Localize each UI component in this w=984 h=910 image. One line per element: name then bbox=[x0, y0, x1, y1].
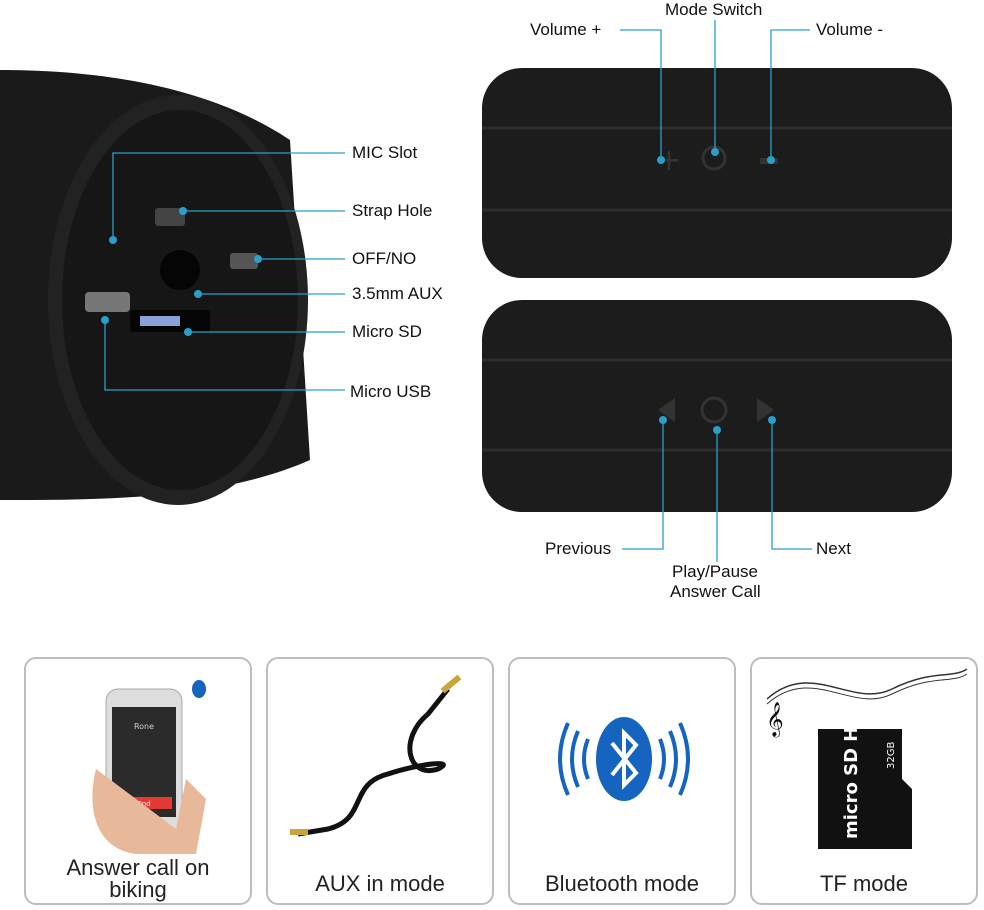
svg-text:Rone: Rone bbox=[134, 722, 154, 731]
svg-text:32GB: 32GB bbox=[886, 742, 897, 769]
caption-line-2: biking bbox=[109, 877, 167, 902]
label-off-on: OFF/NO bbox=[352, 249, 417, 268]
callout-lines bbox=[104, 20, 812, 562]
label-next: Next bbox=[816, 539, 851, 558]
callout-dots bbox=[101, 148, 776, 434]
mode-card-aux: AUX in mode bbox=[266, 657, 494, 905]
label-aux: 3.5mm AUX bbox=[352, 284, 443, 303]
speaker-end-view bbox=[0, 70, 310, 505]
label-mode-switch: Mode Switch bbox=[665, 0, 763, 19]
label-play-pause: Play/Pause bbox=[672, 562, 758, 581]
caption: TF mode bbox=[819, 871, 909, 896]
caption: Bluetooth mode bbox=[544, 871, 700, 896]
mode-card-tf: 𝄞 micro SD HC 32GB TF mode bbox=[750, 657, 978, 905]
micro-sd-card-icon: 𝄞 micro SD HC 32GB bbox=[766, 668, 968, 849]
label-answer-call: Answer Call bbox=[670, 582, 761, 601]
strap-hole bbox=[155, 208, 185, 226]
speaker-top-view: + bbox=[482, 68, 952, 278]
label-volume-up: Volume + bbox=[530, 20, 602, 39]
aux-jack bbox=[160, 250, 200, 290]
svg-text:micro SD HC: micro SD HC bbox=[841, 713, 862, 839]
product-diagram: + bbox=[0, 20, 952, 562]
caption-line-1: Answer call on bbox=[66, 855, 210, 880]
mode-card-bluetooth: Bluetooth mode bbox=[508, 657, 736, 905]
aux-cable-icon bbox=[290, 674, 462, 837]
svg-text:𝄞: 𝄞 bbox=[766, 702, 784, 738]
label-strap-hole: Strap Hole bbox=[352, 201, 433, 220]
micro-usb-port bbox=[85, 292, 130, 312]
label-micro-sd: Micro SD bbox=[352, 322, 422, 341]
caption: AUX in mode bbox=[315, 871, 445, 896]
label-volume-down: Volume - bbox=[816, 20, 884, 39]
bluetooth-icon bbox=[558, 717, 690, 801]
phone-in-hand-icon: Rone End bbox=[92, 680, 206, 854]
power-switch bbox=[230, 253, 258, 269]
label-micro-usb: Micro USB bbox=[350, 382, 432, 401]
label-previous: Previous bbox=[545, 539, 612, 558]
svg-text:End: End bbox=[137, 800, 150, 808]
label-mic-slot: MIC Slot bbox=[352, 143, 418, 162]
